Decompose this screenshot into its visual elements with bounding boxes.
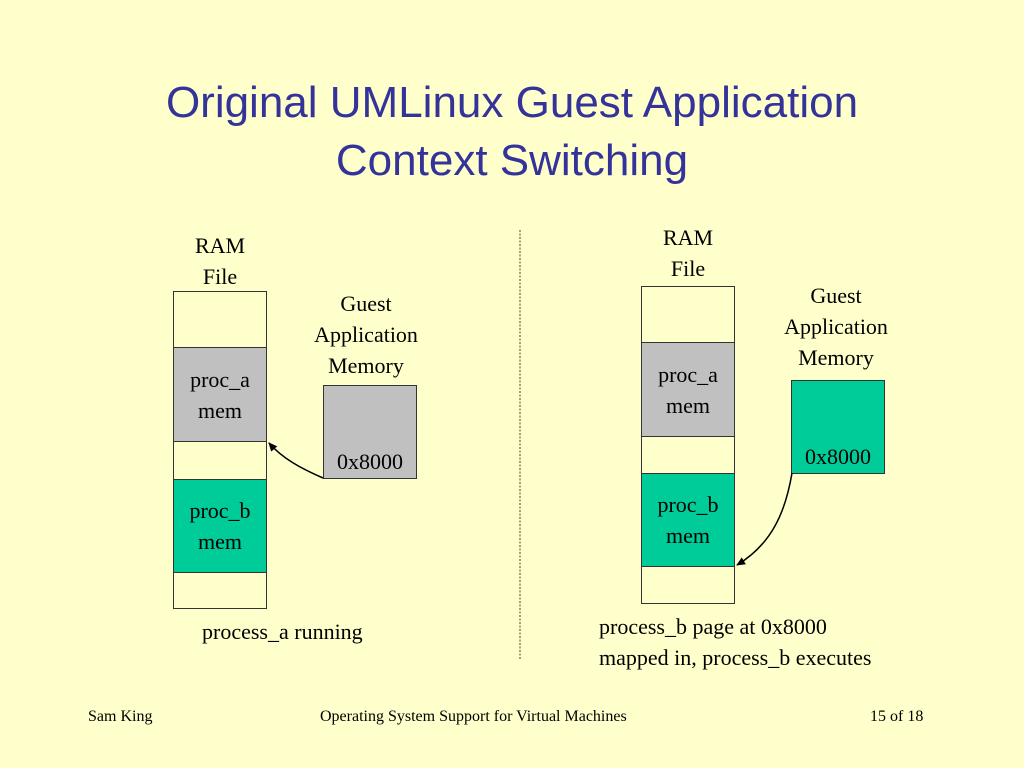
left-guest-address: 0x8000 (337, 449, 403, 474)
left-ram-file-label: RAM File (173, 230, 267, 292)
right-caption: process_b page at 0x8000 mapped in, proc… (599, 611, 871, 673)
left-guest-label-line-3: Memory (328, 353, 404, 378)
right-guest-label-line-1: Guest (810, 283, 862, 308)
left-caption: process_a running (202, 616, 363, 647)
left-proc-a-mem-segment: proc_a mem (173, 347, 267, 442)
slide-title-line-2: Context Switching (335, 136, 689, 185)
left-proc-a-label: proc_a (190, 366, 250, 392)
right-guest-address: 0x8000 (805, 444, 871, 469)
left-guest-label-line-1: Guest (340, 291, 392, 316)
left-caption-line-1: process_a running (202, 619, 363, 644)
right-ram-file-column: proc_a mem proc_b mem (641, 286, 735, 604)
left-proc-a-mem-label: mem (197, 397, 242, 423)
left-guest-memory-label: Guest Application Memory (296, 288, 436, 381)
right-proc-a-mem-label: mem (665, 392, 710, 418)
right-guest-label-line-2: Application (784, 314, 888, 339)
right-mapping-arrow (736, 472, 793, 566)
left-ram-file-column: proc_a mem proc_b mem (173, 291, 267, 609)
right-proc-a-label: proc_a (658, 361, 718, 387)
left-mapping-arrow (268, 442, 324, 479)
footer-page-indicator: 15 of 18 (870, 708, 924, 725)
right-ram-label-line-1: RAM (662, 225, 714, 250)
left-guest-label-line-2: Application (314, 322, 418, 347)
right-guest-memory-box: 0x8000 (791, 380, 885, 474)
right-guest-label-line-3: Memory (798, 345, 874, 370)
right-proc-b-mem-label: mem (666, 523, 710, 548)
left-proc-b-mem-segment: proc_b mem (173, 479, 267, 573)
left-proc-b-mem-label: mem (198, 529, 242, 554)
right-proc-b-mem-segment: proc_b mem (641, 473, 735, 567)
footer-talk-title: Operating System Support for Virtual Mac… (320, 708, 627, 725)
slide-title: Original UMLinux Guest Application Conte… (0, 74, 1024, 190)
right-proc-b-label: proc_b (657, 492, 719, 517)
slide-title-line-1: Original UMLinux Guest Application (165, 78, 859, 127)
left-ram-label-line-2: File (202, 264, 238, 289)
left-proc-b-label: proc_b (189, 498, 251, 523)
right-ram-label-line-2: File (670, 256, 706, 281)
right-proc-a-mem-segment: proc_a mem (641, 342, 735, 437)
right-guest-memory-label: Guest Application Memory (766, 280, 906, 373)
right-ram-file-label: RAM File (641, 222, 735, 284)
left-ram-label-line-1: RAM (194, 233, 246, 258)
right-caption-line-2: mapped in, process_b executes (599, 645, 872, 670)
right-caption-line-1: process_b page at 0x8000 (599, 614, 827, 639)
left-guest-memory-box: 0x8000 (323, 385, 417, 479)
footer-author: Sam King (88, 708, 153, 725)
